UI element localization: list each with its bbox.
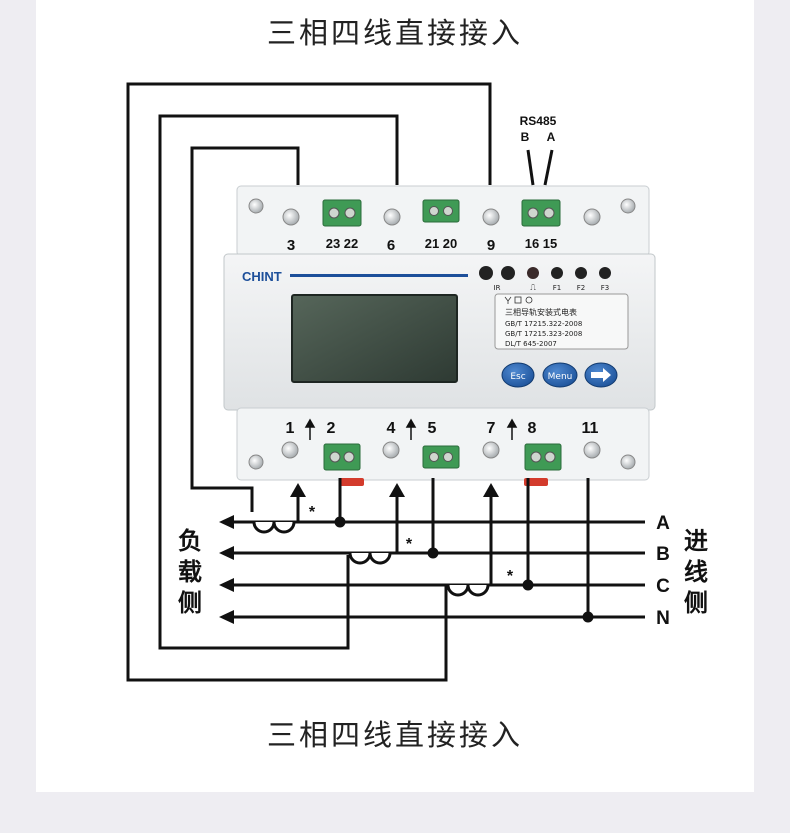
terminal-16-15-label: 16 15: [525, 236, 558, 251]
ct-polarity-mark-b: *: [406, 536, 413, 553]
phase-lines: [232, 520, 645, 619]
esc-button-label: Esc: [510, 372, 525, 382]
ct-polarity-mark-a: *: [309, 504, 316, 521]
terminal-8-label: 8: [528, 420, 537, 437]
load-side-arrows: [219, 515, 234, 624]
load-side-label: 负 载 侧: [178, 527, 202, 617]
terminal-arrows: [290, 483, 499, 497]
phase-label-c: C: [656, 576, 670, 597]
terminal-21-20-label: 21 20: [425, 236, 458, 251]
top-green-connectors: [322, 199, 561, 227]
spec-line-4: DL/T 645-2007: [505, 340, 557, 348]
ct-loops: [252, 521, 490, 597]
terminal-1-label: 1: [286, 420, 295, 437]
incoming-side-label: 进 线 侧: [684, 527, 708, 617]
current-direction-arrows: [304, 418, 518, 440]
lcd-display: [291, 294, 458, 383]
phase-label-a: A: [656, 513, 670, 534]
ct-polarity-mark-c: *: [507, 568, 514, 585]
led-label-f2: F2: [577, 284, 585, 292]
load-side-char-1: 负: [178, 527, 202, 555]
led-label-f3: F3: [601, 284, 609, 292]
terminal-2-label: 2: [327, 420, 336, 437]
terminal-7-label: 7: [487, 420, 496, 437]
seal-tab-left: [340, 478, 364, 486]
rs485-a-label: A: [547, 130, 556, 144]
load-side-char-2: 载: [178, 558, 202, 586]
incoming-side-char-1: 进: [684, 527, 708, 555]
phase-label-b: B: [656, 544, 670, 565]
spec-line-2: GB/T 17215.322-2008: [505, 320, 582, 328]
spec-line-3: GB/T 17215.323-2008: [505, 330, 582, 338]
led-label-pulse: ⎍: [530, 283, 536, 292]
top-terminal-screws: [282, 208, 601, 226]
rs485-label: RS485: [520, 114, 557, 128]
diagram-title-top: 三相四线直接接入: [266, 16, 523, 50]
bottom-terminal-screws: [281, 441, 601, 459]
mounting-screws: [248, 198, 636, 470]
terminal-5-label: 5: [428, 420, 437, 437]
incoming-side-char-2: 线: [684, 558, 708, 586]
esc-button[interactable]: Esc: [501, 362, 535, 388]
bottom-wiring: [296, 478, 590, 617]
spec-line-1: 三相导轨安装式电表: [505, 307, 577, 317]
spec-label-box: [494, 293, 629, 350]
led-label-ir: IR: [494, 284, 501, 292]
terminal-4-label: 4: [387, 420, 396, 437]
menu-button[interactable]: Menu: [542, 362, 578, 388]
seal-tab-right: [524, 478, 548, 486]
brand-stripe: [290, 274, 468, 277]
certification-icons: [504, 296, 533, 304]
top-wiring: [126, 82, 554, 682]
terminal-6-label: 6: [387, 237, 395, 254]
phase-label-n: N: [656, 608, 670, 629]
load-side-char-3: 侧: [178, 589, 202, 617]
next-button[interactable]: [584, 362, 618, 388]
terminal-23-22-label: 23 22: [326, 236, 359, 251]
arrow-right-icon: [591, 368, 611, 382]
menu-button-label: Menu: [548, 372, 573, 382]
bottom-green-connectors: [323, 443, 562, 471]
rs485-b-label: B: [521, 130, 530, 144]
diagram-title-bottom: 三相四线直接接入: [266, 718, 523, 752]
brand-logo: CHINT: [242, 269, 282, 284]
led-label-f1: F1: [553, 284, 561, 292]
terminal-3-label: 3: [287, 237, 295, 254]
incoming-side-char-3: 侧: [684, 589, 708, 617]
energy-meter: 3 23 22 6 21 20 9 16 15 CHINT IR ⎍ F1 F2…: [223, 185, 656, 486]
terminal-9-label: 9: [487, 237, 495, 254]
junction-dots: [334, 516, 594, 623]
terminal-11-label: 11: [582, 420, 599, 437]
indicator-leds: [479, 266, 611, 280]
